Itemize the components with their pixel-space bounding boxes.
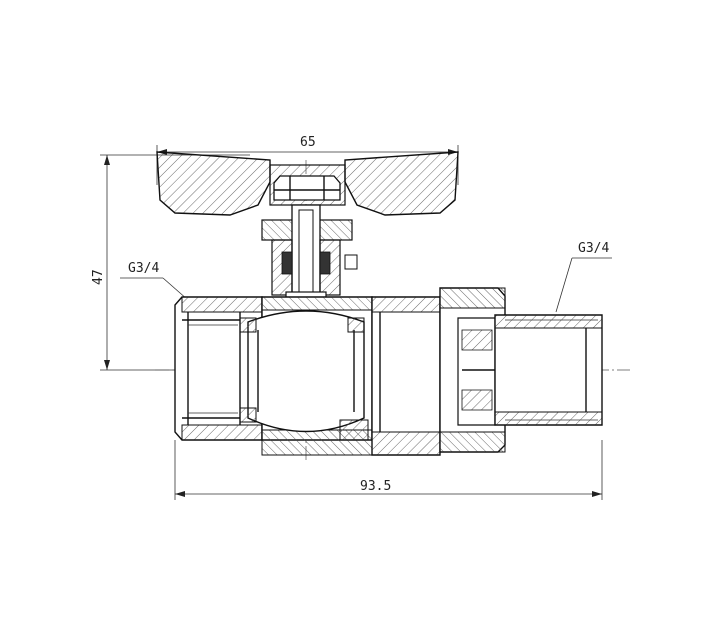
dimension-height: 47 [91,154,250,371]
stem-assembly [261,204,358,305]
height-label: 47 [91,269,106,285]
length-label: 93.5 [360,479,391,494]
valve-body-left [174,296,263,441]
valve-body-center [239,296,373,456]
thread-callout-left: G3/4 [120,261,189,301]
thread-right-label: G3/4 [578,241,609,256]
butterfly-handle [156,151,459,216]
width-label: 65 [300,135,316,150]
dimension-length: 93.5 [174,440,603,500]
union-connector [371,287,603,456]
thread-callout-right: G3/4 [555,241,612,313]
valve-ball [247,310,365,433]
thread-left-label: G3/4 [128,261,159,276]
